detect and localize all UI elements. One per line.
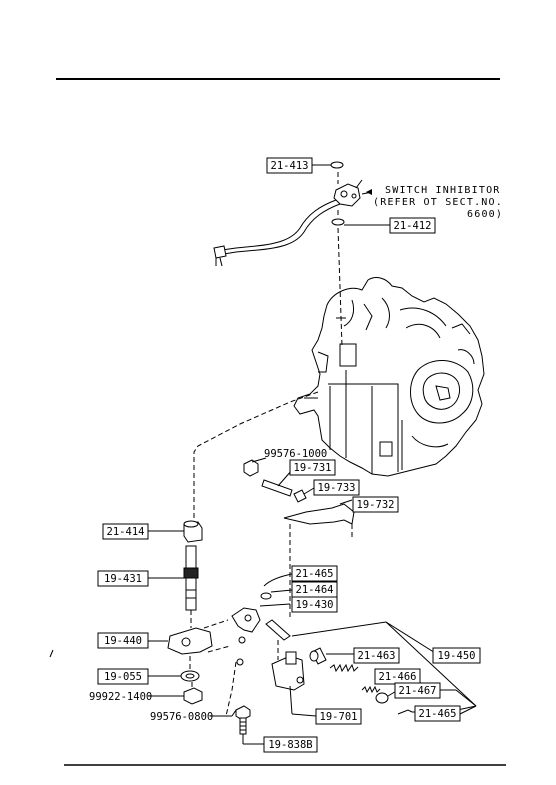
nut-99576-1000 [243, 459, 259, 477]
label-19-732: 19-732 [352, 496, 399, 513]
label-19-731: 19-731 [289, 459, 336, 476]
pin-21-465 [397, 709, 413, 715]
svg-text:21-412: 21-412 [394, 220, 432, 232]
washer-21-413 [330, 161, 344, 169]
note-line-1: SWITCH INHIBITOR [385, 185, 501, 196]
transmission-housing [293, 277, 485, 477]
label-21-465-lower: 21-465 [414, 705, 461, 722]
svg-text:19-450: 19-450 [438, 650, 476, 662]
label-19-055: 19-055 [97, 668, 149, 685]
washer-21-464 [260, 592, 272, 600]
lever-19-732 [283, 503, 355, 525]
svg-text:19-440: 19-440 [104, 635, 142, 647]
label-19-838b: 19-838B [263, 736, 318, 753]
washer-21-412 [331, 218, 345, 226]
label-99576-0800: 99576-0800 [150, 711, 213, 723]
spring-21-466 [361, 685, 381, 694]
svg-text:21-465: 21-465 [419, 708, 457, 720]
svg-text:21-466: 21-466 [379, 671, 417, 683]
svg-text:19-733: 19-733 [318, 482, 356, 494]
label-19-440: 19-440 [97, 632, 149, 649]
label-19-733: 19-733 [313, 479, 360, 496]
label-21-466: 21-466 [374, 668, 421, 685]
note-line-3: 6600) [467, 209, 503, 220]
margin-mark [49, 649, 54, 658]
label-21-412: 21-412 [389, 217, 436, 234]
arrow-icon [366, 189, 372, 195]
label-21-467: 21-467 [394, 682, 441, 699]
bolt-19-838b [235, 705, 264, 745]
shaft-19-431 [183, 545, 199, 628]
clip-21-465 [263, 573, 293, 587]
svg-text:21-467: 21-467 [399, 685, 437, 697]
ball-21-467 [375, 692, 389, 704]
rod-19-731 [261, 479, 293, 497]
label-21-413: 21-413 [266, 157, 313, 174]
wiring-harness [221, 199, 337, 251]
svg-text:19-731: 19-731 [294, 462, 332, 474]
label-21-465-upper: 21-465 [291, 565, 338, 582]
svg-text:19-701: 19-701 [320, 711, 358, 723]
svg-text:19-431: 19-431 [104, 573, 142, 585]
inhibitor-switch-assembly [213, 161, 390, 347]
label-99922-1400: 99922-1400 [89, 691, 152, 703]
svg-text:21-413: 21-413 [271, 160, 309, 172]
bushing-19-733 [293, 489, 307, 503]
label-99576-1000: 99576-1000 [264, 448, 327, 460]
svg-text:21-464: 21-464 [296, 584, 334, 596]
label-19-431: 19-431 [97, 570, 149, 587]
note-line-2: (REFER OT SECT.NO. [373, 197, 503, 208]
svg-text:19-430: 19-430 [296, 599, 334, 611]
svg-text:19-732: 19-732 [357, 499, 395, 511]
spring [329, 663, 359, 673]
label-21-463: 21-463 [353, 647, 400, 664]
svg-text:19-838B: 19-838B [268, 739, 312, 751]
svg-text:19-055: 19-055 [104, 671, 142, 683]
svg-text:21-465: 21-465 [296, 568, 334, 580]
label-21-414: 21-414 [102, 523, 149, 540]
label-21-464: 21-464 [291, 581, 338, 598]
label-19-430: 19-430 [291, 596, 338, 613]
label-19-450: 19-450 [432, 647, 481, 664]
label-19-701: 19-701 [315, 708, 362, 725]
svg-text:21-414: 21-414 [107, 526, 145, 538]
nut-99922-1400 [183, 687, 203, 705]
linkage-assembly [167, 391, 477, 745]
svg-text:21-463: 21-463 [358, 650, 396, 662]
